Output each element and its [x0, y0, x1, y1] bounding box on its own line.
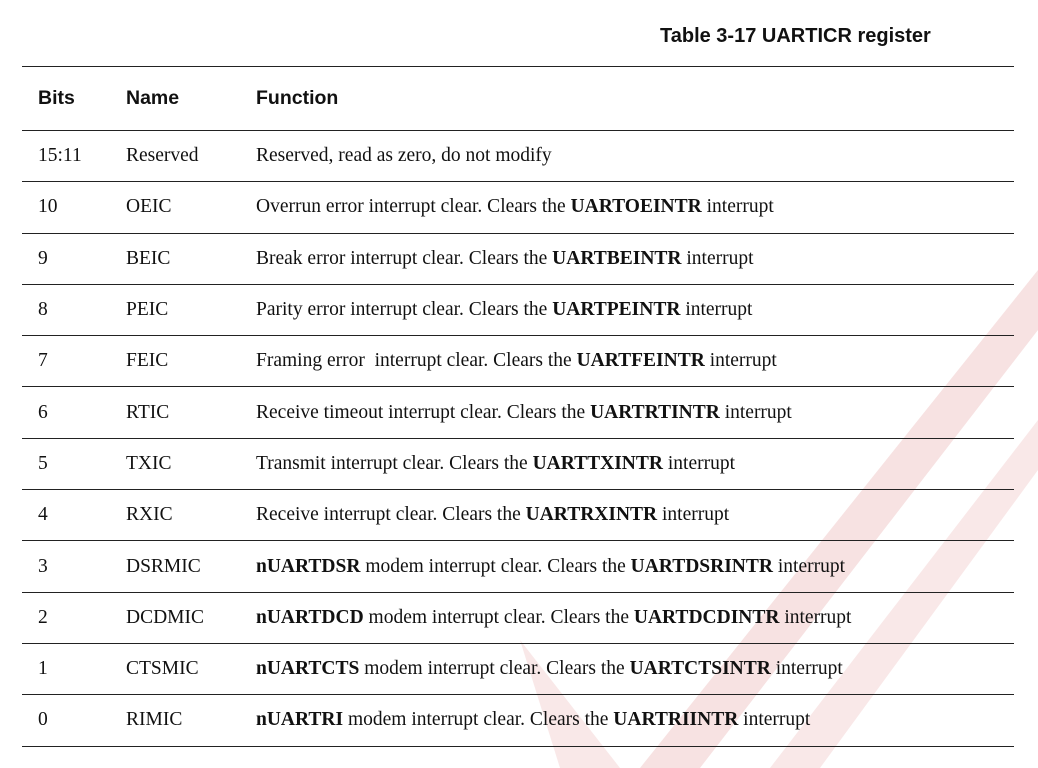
- row-name: OEIC: [126, 196, 172, 218]
- function-text: modem interrupt clear. Clears the: [343, 709, 614, 731]
- function-text: interrupt: [681, 247, 754, 269]
- row-bits: 0: [38, 709, 48, 731]
- interrupt-name: UARTPEINTR: [552, 299, 681, 321]
- row-bits: 5: [38, 452, 48, 474]
- row-function: Receive interrupt clear. Clears the UART…: [256, 504, 1014, 526]
- signal-name: nUARTDSR: [256, 555, 361, 577]
- interrupt-name: UARTOEINTR: [570, 196, 702, 218]
- row-name: DSRMIC: [126, 555, 201, 577]
- row-function: Parity error interrupt clear. Clears the…: [256, 299, 1014, 321]
- row-name: RXIC: [126, 504, 173, 526]
- signal-name: nUARTDCD: [256, 606, 364, 628]
- function-text: Break error interrupt clear. Clears the: [256, 247, 553, 269]
- row-bits: 7: [38, 350, 48, 372]
- row-bits: 9: [38, 247, 48, 269]
- header-bits: Bits: [38, 87, 75, 109]
- function-text: interrupt: [680, 299, 753, 321]
- row-function: nUARTCTS modem interrupt clear. Clears t…: [256, 658, 1014, 680]
- function-text: interrupt: [704, 350, 777, 372]
- row-bits: 10: [38, 196, 58, 218]
- row-name: TXIC: [126, 452, 172, 474]
- row-name: FEIC: [126, 350, 169, 372]
- table-row: 7 FEIC Framing error interrupt clear. Clea…: [22, 336, 1014, 388]
- function-text: interrupt: [770, 658, 843, 680]
- register-table: Bits Name Function 15:11 Reserved Reserved…: [22, 66, 1014, 747]
- interrupt-name: UARTTXINTR: [532, 452, 663, 474]
- row-name: DCDMIC: [126, 606, 205, 628]
- table-row: 1 CTSMIC nUARTCTS modem interrupt clear. C…: [22, 644, 1014, 696]
- function-text: Parity error interrupt clear. Clears the: [256, 299, 553, 321]
- table-row: 3 DSRMIC nUARTDSR modem interrupt clear. C…: [22, 541, 1014, 593]
- function-text: interrupt: [657, 504, 730, 526]
- table-row: 2 DCDMIC nUARTDCD modem interrupt clear. C…: [22, 593, 1014, 644]
- row-name: RTIC: [126, 401, 170, 423]
- table-row: 5 TXIC Transmit interrupt clear. Clears th…: [22, 439, 1014, 491]
- interrupt-name: UARTCTSINTR: [629, 658, 771, 680]
- row-name: BEIC: [126, 247, 171, 269]
- signal-name: nUARTRI: [256, 709, 344, 731]
- table-row: 9 BEIC Break error interrupt clear. Clears…: [22, 234, 1014, 285]
- row-bits: 8: [38, 299, 48, 321]
- row-function: Transmit interrupt clear. Clears the UAR…: [256, 453, 1014, 475]
- signal-name: nUARTCTS: [256, 658, 360, 680]
- table-row: 8 PEIC Parity error interrupt clear. Clear…: [22, 285, 1014, 337]
- function-text: interrupt: [772, 555, 846, 577]
- interrupt-name: UARTBEINTR: [552, 247, 682, 269]
- table-row: 10 OEIC Overrun error interrupt clear. Cle…: [22, 182, 1014, 234]
- row-function: nUARTDSR modem interrupt clear. Clears t…: [256, 556, 1014, 578]
- row-function: nUARTDCD modem interrupt clear. Clears t…: [256, 607, 1014, 629]
- row-name: Reserved: [126, 145, 199, 167]
- function-text: Receive interrupt clear. Clears the: [256, 504, 526, 526]
- row-bits: 4: [38, 504, 48, 526]
- table-row: 6 RTIC Receive timeout interrupt clear. Cl…: [22, 387, 1014, 439]
- row-bits: 15:11: [38, 145, 82, 167]
- function-text: interrupt: [662, 452, 736, 474]
- row-function: Overrun error interrupt clear. Clears th…: [256, 196, 1014, 218]
- table-body: 15:11 Reserved Reserved, read as zero, do …: [22, 131, 1014, 747]
- row-function: Receive timeout interrupt clear. Clears …: [256, 402, 1014, 424]
- row-function: nUARTRI modem interrupt clear. Clears th…: [256, 709, 1014, 731]
- function-text: modem interrupt clear. Clears the: [363, 606, 634, 628]
- interrupt-name: UARTFEINTR: [576, 350, 705, 372]
- row-name: PEIC: [126, 299, 169, 321]
- row-function: Framing error interrupt clear. Clears th…: [256, 350, 1014, 372]
- interrupt-name: UARTRIINTR: [613, 709, 739, 731]
- interrupt-name: UARTRTINTR: [590, 401, 720, 423]
- table-header-row: Bits Name Function: [22, 66, 1014, 131]
- header-name: Name: [126, 87, 180, 109]
- function-text: Transmit interrupt clear. Clears the: [256, 452, 533, 474]
- function-text: interrupt: [719, 401, 792, 423]
- function-text: interrupt: [701, 196, 774, 218]
- interrupt-name: UARTDCDINTR: [633, 606, 780, 628]
- header-function: Function: [256, 87, 339, 109]
- table-row: 4 RXIC Receive interrupt clear. Clears the…: [22, 490, 1014, 542]
- function-text: Overrun error interrupt clear. Clears th…: [256, 196, 571, 218]
- function-text: interrupt: [779, 606, 852, 628]
- row-function: Break error interrupt clear. Clears the …: [256, 248, 1014, 270]
- function-text: Receive timeout interrupt clear. Clears …: [256, 401, 591, 423]
- table-row: 15:11 Reserved Reserved, read as zero, do …: [22, 131, 1014, 183]
- row-bits: 1: [38, 658, 48, 680]
- row-bits: 2: [38, 606, 48, 628]
- row-bits: 3: [38, 555, 48, 577]
- interrupt-name: UARTDSRINTR: [630, 555, 773, 577]
- row-name: CTSMIC: [126, 658, 199, 680]
- function-text: interrupt: [738, 709, 811, 731]
- table-row: 0 RIMIC nUARTRI modem interrupt clear. Cle…: [22, 695, 1014, 747]
- function-text: Reserved, read as zero, do not modify: [256, 145, 552, 167]
- table-title: Table 3-17 UARTICR register: [660, 25, 931, 47]
- function-text: modem interrupt clear. Clears the: [359, 658, 630, 680]
- interrupt-name: UARTRXINTR: [525, 504, 658, 526]
- row-name: RIMIC: [126, 709, 183, 731]
- row-function: Reserved, read as zero, do not modify: [256, 145, 1014, 167]
- function-text: modem interrupt clear. Clears the: [360, 555, 631, 577]
- function-text: Framing error interrupt clear. Clears th…: [256, 350, 577, 372]
- row-bits: 6: [38, 401, 48, 423]
